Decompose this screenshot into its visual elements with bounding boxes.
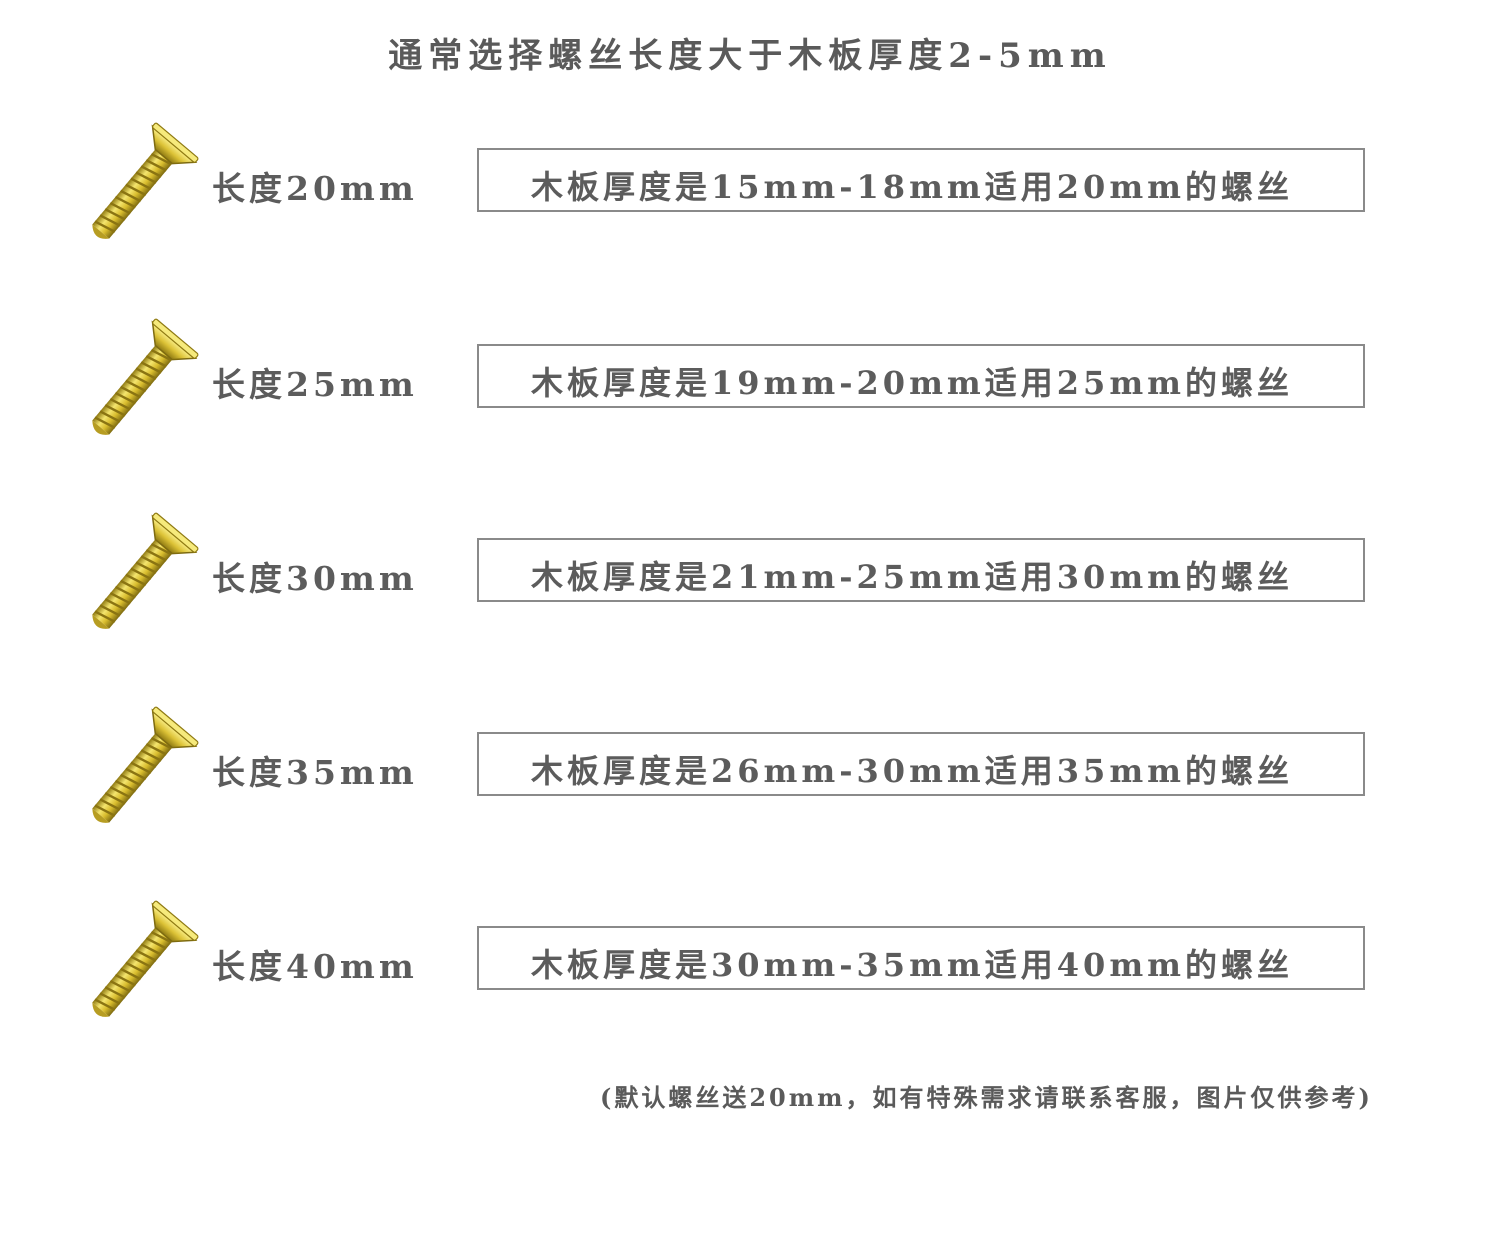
screw-row: 长度20mm 木板厚度是15mm-18mm适用20mm的螺丝 (0, 100, 1500, 250)
page-title: 通常选择螺丝长度大于木板厚度2-5mm (388, 36, 1112, 76)
brass-screw-icon (74, 317, 200, 441)
screw-row: 长度40mm 木板厚度是30mm-35mm适用40mm的螺丝 (0, 878, 1500, 1028)
thickness-description: 木板厚度是21mm-25mm适用30mm的螺丝 (531, 558, 1294, 596)
thickness-description-box: 木板厚度是19mm-20mm适用25mm的螺丝 (477, 344, 1365, 408)
screw-length-label: 长度25mm (212, 365, 418, 404)
thickness-description-box: 木板厚度是30mm-35mm适用40mm的螺丝 (477, 926, 1365, 990)
footnote: (默认螺丝送20mm，如有特殊需求请联系客服，图片仅供参考) (600, 1083, 1373, 1112)
screw-length-label: 长度35mm (212, 753, 418, 792)
thickness-description: 木板厚度是15mm-18mm适用20mm的螺丝 (531, 168, 1294, 206)
screw-row: 长度25mm 木板厚度是19mm-20mm适用25mm的螺丝 (0, 296, 1500, 446)
brass-screw-icon (74, 899, 200, 1023)
brass-screw-icon (74, 511, 200, 635)
screw-length-label: 长度40mm (212, 947, 418, 986)
screw-length-label: 长度20mm (212, 169, 418, 208)
thickness-description: 木板厚度是26mm-30mm适用35mm的螺丝 (531, 752, 1294, 790)
thickness-description: 木板厚度是19mm-20mm适用25mm的螺丝 (531, 364, 1294, 402)
thickness-description-box: 木板厚度是26mm-30mm适用35mm的螺丝 (477, 732, 1365, 796)
screw-row: 长度35mm 木板厚度是26mm-30mm适用35mm的螺丝 (0, 684, 1500, 834)
brass-screw-icon (74, 705, 200, 829)
screw-length-label: 长度30mm (212, 559, 418, 598)
thickness-description: 木板厚度是30mm-35mm适用40mm的螺丝 (531, 946, 1294, 984)
thickness-description-box: 木板厚度是21mm-25mm适用30mm的螺丝 (477, 538, 1365, 602)
thickness-description-box: 木板厚度是15mm-18mm适用20mm的螺丝 (477, 148, 1365, 212)
brass-screw-icon (74, 121, 200, 245)
screw-row: 长度30mm 木板厚度是21mm-25mm适用30mm的螺丝 (0, 490, 1500, 640)
